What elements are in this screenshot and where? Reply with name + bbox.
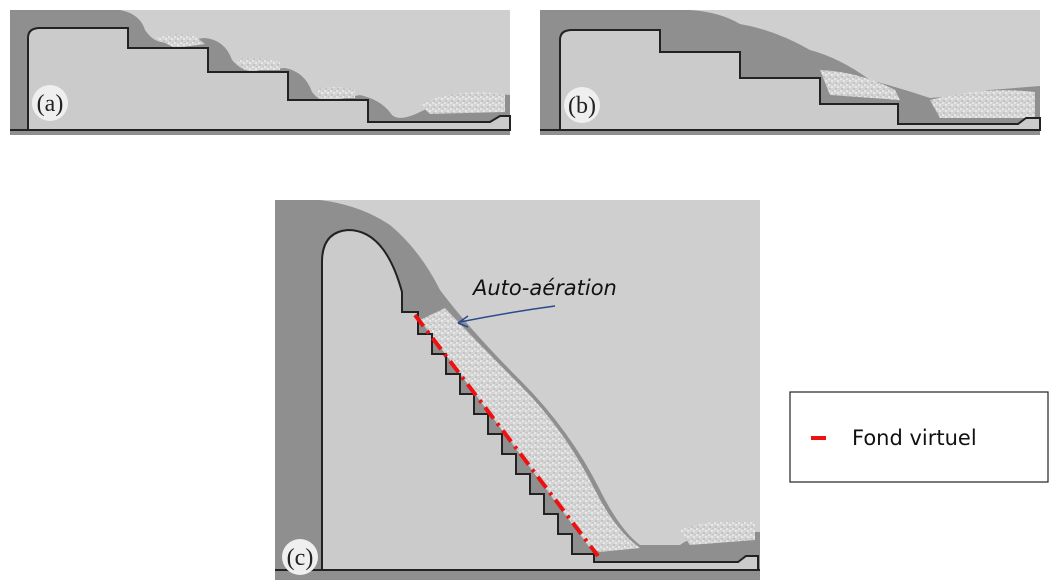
panel-c-label-badge [282, 539, 318, 575]
panel-a-label-badge [32, 85, 68, 121]
panel-b-label-badge [564, 87, 600, 123]
panel-c-tail-foam [680, 521, 755, 545]
annotation: Auto-aération [457, 276, 617, 328]
panel-c: (c) [275, 200, 760, 580]
panel-a-dam [27, 27, 511, 131]
panel-c-label: (c) [287, 545, 314, 571]
legend-swatch [811, 436, 826, 440]
legend: Fond virtuel [789, 391, 1049, 483]
legend-label: Fond virtuel [852, 426, 977, 450]
panel-a: (a) [10, 10, 511, 135]
annotation-arrowhead-icon [457, 315, 469, 328]
panel-b: (b) [540, 10, 1041, 135]
panel-a-label: (a) [37, 91, 64, 117]
panel-a-foam [155, 34, 505, 114]
panel-b-dam [559, 29, 1041, 131]
panel-c-aerated [420, 308, 640, 552]
panel-b-foam [820, 70, 1035, 118]
annotation-text: Auto-aération [471, 276, 617, 300]
virtual-bottom-line [413, 313, 600, 558]
panel-c-dam [321, 228, 759, 571]
legend-box [789, 391, 1049, 483]
panel-b-label: (b) [568, 93, 596, 119]
annotation-arrow [459, 305, 556, 323]
